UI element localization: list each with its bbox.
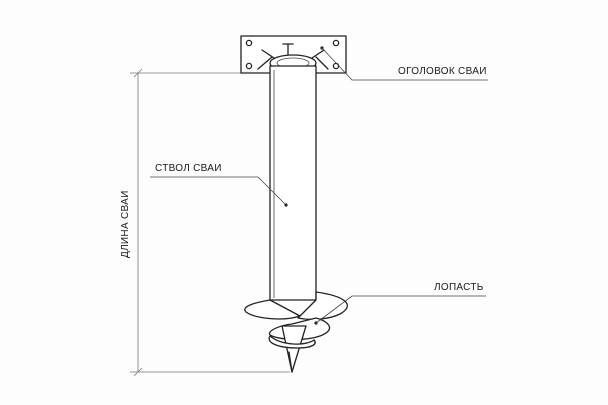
head-label: ОГОЛОВОК СВАИ bbox=[398, 66, 487, 77]
blade-label: ЛОПАСТЬ bbox=[434, 282, 484, 293]
length-dimension bbox=[130, 68, 290, 377]
pile-blade bbox=[244, 291, 348, 373]
head-leader bbox=[320, 46, 488, 81]
blade-leader bbox=[314, 295, 486, 325]
shaft-leader bbox=[150, 176, 288, 207]
length-label: ДЛИНА СВАИ bbox=[120, 190, 131, 258]
pile-shaft bbox=[269, 65, 317, 301]
pile-head bbox=[240, 35, 347, 74]
shaft-label: СТВОЛ СВАИ bbox=[155, 163, 222, 174]
